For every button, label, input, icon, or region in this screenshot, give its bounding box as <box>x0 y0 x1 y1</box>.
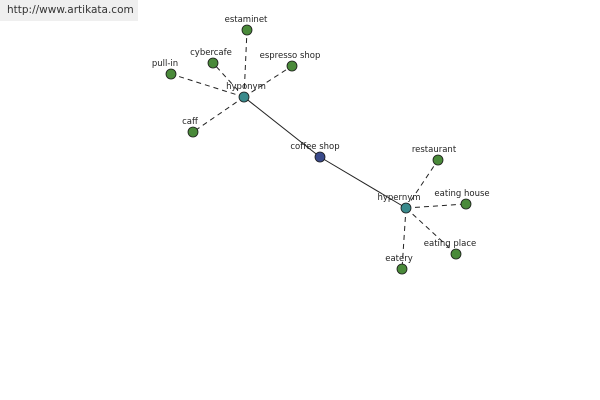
node-circle-coffee-shop[interactable] <box>314 151 326 163</box>
node-restaurant[interactable]: restaurant <box>412 145 457 166</box>
node-label-eating-house[interactable]: eating house <box>434 189 489 199</box>
node-circle-eating-house[interactable] <box>460 198 472 210</box>
node-label-cybercafe[interactable]: cybercafe <box>190 48 232 58</box>
node-label-caff[interactable]: caff <box>182 117 199 127</box>
node-cybercafe[interactable]: cybercafe <box>190 48 232 69</box>
node-circle-hyponym[interactable] <box>238 91 250 103</box>
edge-hyponym-estaminet <box>243 29 248 98</box>
edge-coffee-shop-hyponym <box>243 96 321 158</box>
node-circle-espresso-shop[interactable] <box>286 60 298 72</box>
node-circle-restaurant[interactable] <box>432 154 444 166</box>
edge-hypernym-restaurant <box>405 159 439 209</box>
node-hyponym[interactable]: hyponym <box>226 82 266 103</box>
node-eating-place[interactable]: eating place <box>424 239 477 260</box>
node-circle-cybercafe[interactable] <box>207 57 219 69</box>
node-circle-estaminet[interactable] <box>241 24 253 36</box>
edge-coffee-shop-hypernym <box>319 156 407 209</box>
node-label-estaminet[interactable]: estaminet <box>225 15 268 25</box>
node-circle-hypernym[interactable] <box>400 202 412 214</box>
source-url[interactable]: http://www.artikata.com <box>0 0 138 21</box>
node-label-eatery[interactable]: eatery <box>385 254 413 264</box>
node-estaminet[interactable]: estaminet <box>225 15 268 36</box>
node-caff[interactable]: caff <box>182 117 199 138</box>
edge-hyponym-pull-in <box>170 73 245 98</box>
node-label-pull-in[interactable]: pull-in <box>152 59 178 69</box>
node-pull-in[interactable]: pull-in <box>152 59 178 80</box>
node-label-coffee-shop[interactable]: coffee shop <box>290 142 339 152</box>
node-label-espresso-shop[interactable]: espresso shop <box>260 51 321 61</box>
edge-hypernym-eating-house <box>405 203 467 209</box>
node-circle-pull-in[interactable] <box>165 68 177 80</box>
node-espresso-shop[interactable]: espresso shop <box>260 51 321 72</box>
node-circle-eating-place[interactable] <box>450 248 462 260</box>
node-label-restaurant[interactable]: restaurant <box>412 145 457 155</box>
node-circle-eatery[interactable] <box>396 263 408 275</box>
edge-hyponym-espresso-shop <box>243 65 293 98</box>
node-eating-house[interactable]: eating house <box>434 189 490 210</box>
node-coffee-shop[interactable]: coffee shop <box>290 142 340 163</box>
edge-hypernym-eatery <box>401 207 407 270</box>
node-hypernym[interactable]: hypernym <box>377 193 421 214</box>
node-label-eating-place[interactable]: eating place <box>424 239 477 249</box>
graph-edges <box>170 29 467 270</box>
edge-hypernym-eating-place <box>405 207 457 255</box>
node-eatery[interactable]: eatery <box>385 254 413 275</box>
edge-hyponym-cybercafe <box>212 62 245 98</box>
edge-hyponym-caff <box>192 96 245 133</box>
node-label-hypernym[interactable]: hypernym <box>377 193 420 203</box>
node-circle-caff[interactable] <box>187 126 199 138</box>
node-label-hyponym[interactable]: hyponym <box>226 82 266 92</box>
graph-nodes: estaminet cybercafe espresso shop pull-in ca… <box>152 15 490 275</box>
